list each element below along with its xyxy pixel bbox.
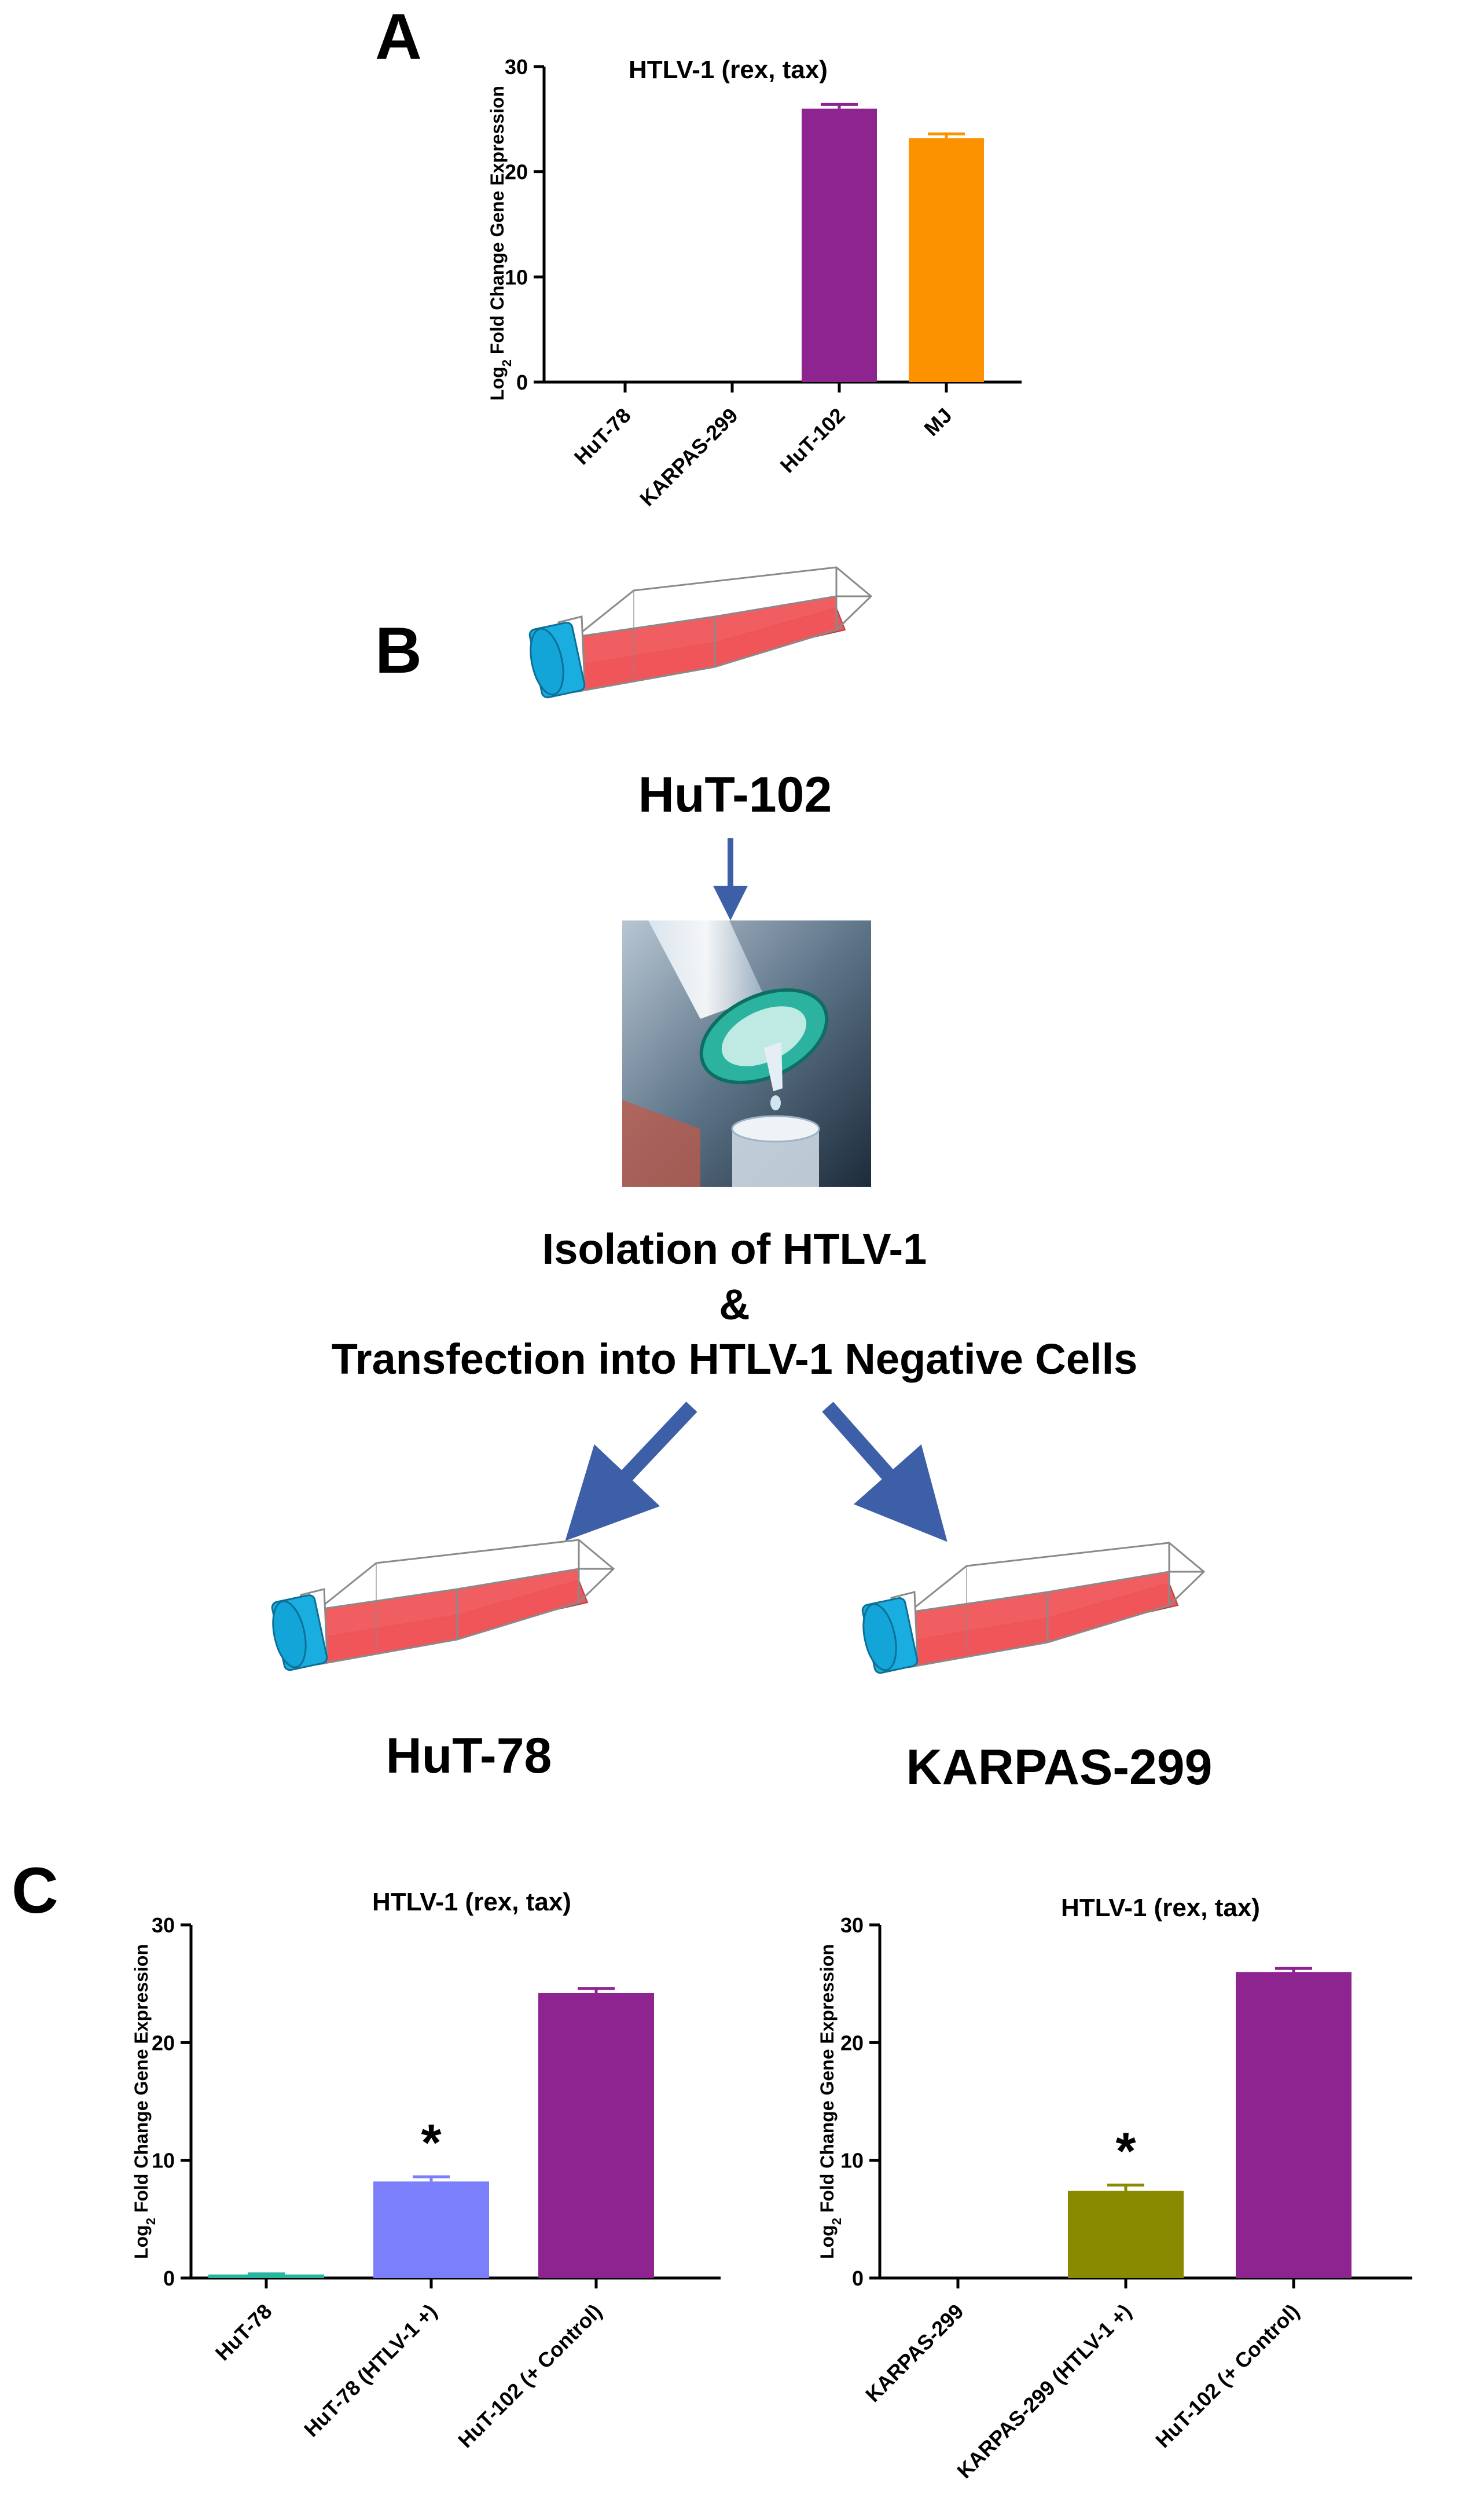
bar-hut-78-htlv-1- xyxy=(373,2181,489,2278)
y-tick-label: 10 xyxy=(505,265,528,289)
flask-hut102-icon xyxy=(524,566,872,700)
chart-title: HTLV-1 (rex, tax) xyxy=(1061,1894,1260,1922)
y-tick-label: 20 xyxy=(840,2031,864,2055)
y-axis-label: Log2 Fold Change Gene Expression xyxy=(817,1944,844,2259)
step-line-3: Transfection into HTLV-1 Negative Cells xyxy=(331,1335,1138,1383)
significance-marker: * xyxy=(421,2114,441,2172)
y-tick-label: 30 xyxy=(505,55,528,79)
y-tick-label: 0 xyxy=(516,371,528,394)
y-axis-label: Log2 Fold Change Gene Expression xyxy=(131,1944,158,2259)
flask-karpas299-icon xyxy=(857,1542,1205,1675)
arrow-left-icon xyxy=(565,1402,697,1541)
significance-marker: * xyxy=(1115,2122,1136,2180)
y-tick-label: 20 xyxy=(152,2031,175,2055)
y-tick-label: 10 xyxy=(152,2149,175,2173)
bar-hut-102-control- xyxy=(1236,1972,1352,2278)
target-right-label: KARPAS-299 xyxy=(906,1740,1213,1795)
source-cell-line-label: HuT-102 xyxy=(638,767,832,823)
panel-letter-c: C xyxy=(12,1854,58,1927)
flask-hut78-icon xyxy=(267,1539,615,1672)
y-tick-label: 30 xyxy=(152,1913,175,1937)
arrow-right-icon xyxy=(822,1402,947,1542)
target-left-label: HuT-78 xyxy=(385,1728,552,1784)
y-tick-label: 30 xyxy=(840,1913,864,1937)
y-tick-label: 0 xyxy=(852,2266,864,2290)
panel-letter-b: B xyxy=(375,614,422,687)
syringe-filter-photo xyxy=(622,920,871,1187)
y-tick-label: 10 xyxy=(840,2149,864,2173)
step-line-2: & xyxy=(719,1281,750,1329)
step-line-1: Isolation of HTLV-1 xyxy=(542,1225,927,1273)
bar-karpas-299-htlv-1- xyxy=(1068,2191,1184,2278)
bar-hut-78 xyxy=(208,2274,324,2278)
y-axis-label: Log2 Fold Change Gene Expression xyxy=(487,86,514,401)
y-tick-label: 0 xyxy=(163,2266,175,2290)
y-tick-label: 20 xyxy=(505,160,528,184)
panel-letter-a: A xyxy=(375,1,422,73)
bar-mj xyxy=(909,138,984,383)
bar-hut-102-control- xyxy=(538,1993,654,2278)
bar-hut-102 xyxy=(802,108,877,382)
chart-title: HTLV-1 (rex, tax) xyxy=(629,56,828,84)
chart-title: HTLV-1 (rex, tax) xyxy=(372,1888,571,1916)
